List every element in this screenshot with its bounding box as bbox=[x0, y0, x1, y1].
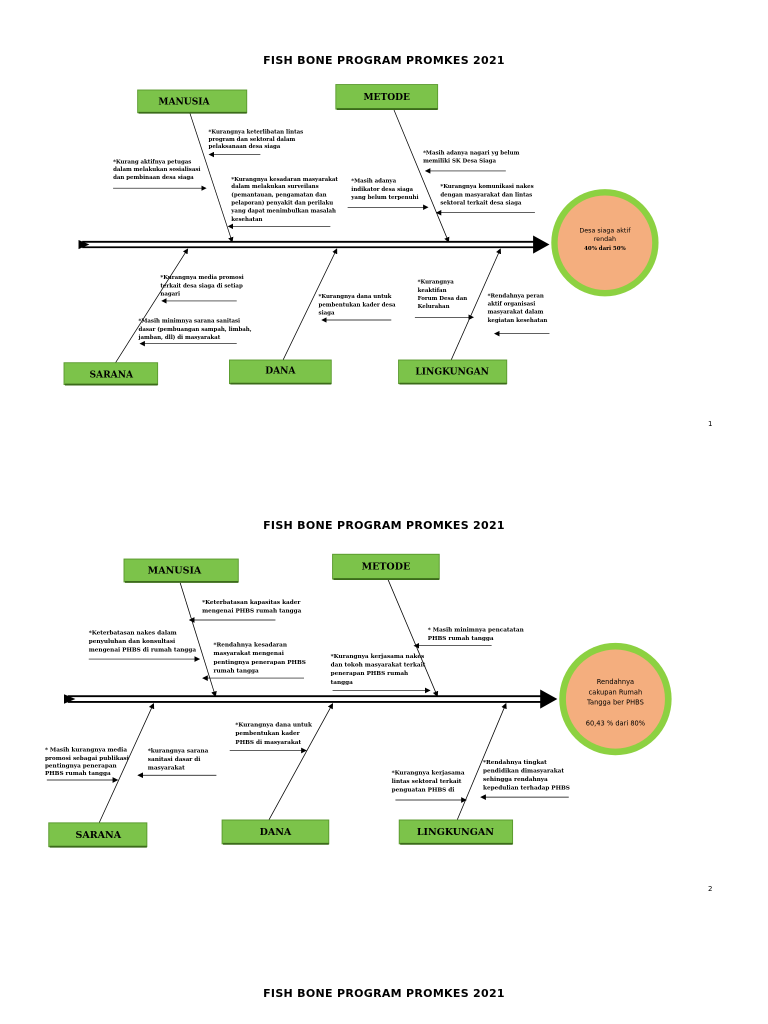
effect-circle: Rendahnya cakupan Rumah Tangga ber PHBS … bbox=[559, 642, 672, 756]
cause-note-metode-2: *Masih adanya indikator desa siaga yang … bbox=[350, 179, 418, 201]
category-lingkungan: LINGKUNGAN bbox=[398, 819, 514, 845]
cause-note-sarana-2: *kurangnya sarana sanitasi dasar di masy… bbox=[148, 748, 211, 771]
cause-note-lingkungan-1: *Kurangnya keaktifan Forum Desa dan Kelu… bbox=[418, 280, 470, 311]
category-sarana: SARANA bbox=[48, 822, 148, 848]
cause-note-lingkungan-2: *Rendahnya tingkat pendidikan dimasyarak… bbox=[483, 760, 570, 792]
effect-line: Rendahnya bbox=[597, 678, 634, 686]
effect-line: rendah bbox=[594, 236, 616, 243]
cause-note-metode-1: *Masih adanya nagari yg belum memiliki S… bbox=[423, 151, 521, 165]
category-manusia: MANUSIA bbox=[137, 89, 248, 114]
category-sarana: SARANA bbox=[63, 362, 159, 386]
cause-note-manusia-1: *Keterbatasan kapasitas kader mengenai P… bbox=[202, 600, 302, 615]
category-label: MANUSIA bbox=[148, 565, 202, 576]
cause-note-metode-2: *Kurangnya kerjasama nakes dan tokoh mas… bbox=[331, 654, 428, 686]
page-number: 1 bbox=[708, 420, 713, 428]
cause-note-dana-1: *Kurangnya dana untuk pembentukan kader … bbox=[235, 723, 313, 746]
bone-lingkungan bbox=[450, 248, 502, 362]
spine-arrow bbox=[78, 235, 550, 254]
page-title: FISH BONE PROGRAM PROMKES 2021 bbox=[263, 987, 505, 1000]
effect-circle: Desa siaga aktif rendah 40% dari 50% bbox=[551, 189, 659, 297]
category-label: DANA bbox=[265, 366, 296, 377]
category-metode: METODE bbox=[332, 553, 440, 580]
category-label: METODE bbox=[364, 92, 411, 103]
category-label: LINGKUNGAN bbox=[415, 367, 489, 378]
spine-arrow bbox=[64, 689, 558, 709]
category-label: DANA bbox=[260, 827, 292, 838]
cause-note-sarana-1: *Kurangnya media promosi terkait desa si… bbox=[160, 275, 245, 297]
bone-metode bbox=[393, 109, 450, 243]
bone-sarana bbox=[97, 702, 155, 825]
category-label: LINGKUNGAN bbox=[417, 827, 494, 838]
cause-note-lingkungan-2: *Rendahnya peran aktif organisasi masyar… bbox=[488, 293, 548, 324]
bone-metode bbox=[387, 578, 439, 698]
category-metode: METODE bbox=[335, 84, 439, 110]
cause-note-lingkungan-1: *Kurangnya kerjasama lintas sektoral ter… bbox=[392, 770, 467, 793]
category-dana: DANA bbox=[221, 819, 330, 845]
fishbone-diagram: MANUSIA METODE SARANA DANA LINGKUNGAN De… bbox=[63, 84, 659, 386]
effect-line: Tangga ber PHBS bbox=[586, 699, 644, 707]
category-label: SARANA bbox=[75, 830, 121, 841]
effect-line: Desa siaga aktif bbox=[579, 228, 631, 235]
cause-note-manusia-1: *Kurangnya keterlibatan lintas program d… bbox=[209, 130, 306, 151]
bone-dana bbox=[281, 248, 338, 362]
bone-manusia bbox=[179, 582, 217, 698]
page-title: FISH BONE PROGRAM PROMKES 2021 bbox=[263, 54, 505, 67]
page-number: 2 bbox=[708, 885, 713, 893]
cause-note-manusia-2: *Kurang aktifnya petugas dalam melakukan… bbox=[113, 160, 202, 181]
cause-note-sarana-1: * Masih kurangnya media promosi sebagai … bbox=[45, 747, 131, 777]
cause-note-manusia-3: *Kurangnya kesadaran masyarakat dalam me… bbox=[230, 177, 340, 223]
category-dana: DANA bbox=[228, 359, 332, 385]
effect-line: 40% dari 50% bbox=[584, 246, 626, 252]
category-manusia: MANUSIA bbox=[123, 558, 239, 583]
cause-note-metode-1: * Masih minimnya pencatatan PHBS rumah t… bbox=[428, 627, 526, 642]
cause-note-manusia-2: *Keterbatasan nakes dalam penyuluhan dan… bbox=[89, 630, 197, 653]
cause-note-sarana-2: *Masih minimnya sarana sanitasi dasar (p… bbox=[138, 319, 254, 341]
bone-sarana bbox=[114, 248, 189, 364]
effect-line: 60,43 % dari 80% bbox=[586, 720, 645, 728]
fishbone-diagram: MANUSIA METODE SARANA DANA LINGKUNGAN Re… bbox=[45, 553, 672, 848]
bone-dana bbox=[267, 702, 334, 823]
cause-note-manusia-3: *Rendahnya kesadaran masyarakat mengenai… bbox=[214, 643, 308, 675]
bone-manusia bbox=[189, 111, 234, 243]
category-label: METODE bbox=[362, 562, 411, 573]
cause-note-dana-1: *Kurangnya dana untuk pembentukan kader … bbox=[319, 294, 398, 316]
category-lingkungan: LINGKUNGAN bbox=[398, 359, 508, 385]
category-label: SARANA bbox=[90, 369, 134, 380]
cause-note-metode-3: *Kurangnya komunikasi nakes dengan masya… bbox=[440, 184, 535, 206]
page-title: FISH BONE PROGRAM PROMKES 2021 bbox=[263, 519, 505, 532]
category-label: MANUSIA bbox=[158, 97, 210, 108]
effect-line: cakupan Rumah bbox=[589, 688, 643, 696]
